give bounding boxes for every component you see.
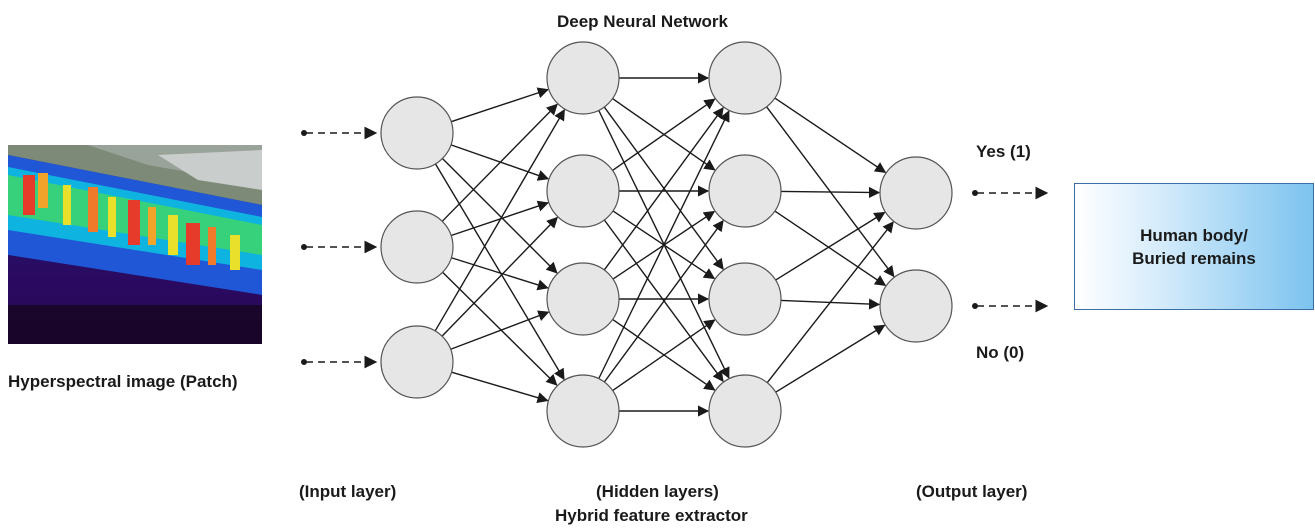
network-connections <box>434 72 895 417</box>
hidden1-node <box>546 374 620 448</box>
connection-edge <box>598 110 730 379</box>
hybrid-feature-extractor-label: Hybrid feature extractor <box>555 506 748 525</box>
connection-edge <box>775 211 886 281</box>
diagram-title: Deep Neural Network <box>557 12 728 31</box>
input-arrow-dot <box>301 130 307 136</box>
input-node <box>380 325 454 399</box>
connection-edge <box>434 163 565 381</box>
hidden2-node <box>708 262 782 336</box>
connection-edge <box>451 371 549 404</box>
connection-edge <box>450 310 550 350</box>
output-arrow-dot <box>972 303 978 309</box>
output-node <box>879 269 953 343</box>
dashed-io-arrows <box>301 126 1049 369</box>
network-nodes <box>380 41 953 448</box>
output-yes-label: Yes (1) <box>976 142 1031 161</box>
connection-edge <box>441 216 559 337</box>
connection-edge <box>450 87 549 123</box>
hidden2-node <box>708 154 782 228</box>
output-no-label: No (0) <box>976 343 1025 362</box>
output-arrow-dot <box>972 190 978 196</box>
input-layer-label: (Input layer) <box>299 482 397 501</box>
input-arrow-dot <box>301 359 307 365</box>
connection-edge <box>612 98 716 171</box>
connection-edge <box>450 144 550 181</box>
connection-edge <box>774 210 887 286</box>
connection-edge <box>780 186 881 199</box>
input-arrow-dot <box>301 244 307 250</box>
output-layer-label: (Output layer) <box>916 482 1028 501</box>
hidden1-node <box>546 154 620 228</box>
hidden1-node <box>546 41 620 115</box>
image-caption: Hyperspectral image (Patch) <box>8 372 238 391</box>
connection-edge <box>603 219 724 383</box>
connection-edge <box>766 221 894 384</box>
connection-edge <box>603 106 724 271</box>
hyperspectral-image <box>8 145 262 344</box>
connection-edge <box>774 97 887 173</box>
hidden-layers-label: (Hidden layers) <box>596 482 719 501</box>
hidden2-node <box>708 41 782 115</box>
connection-edge <box>442 271 558 386</box>
connection-edge <box>441 157 558 274</box>
connection-edge <box>451 257 549 291</box>
connection-edge <box>612 319 716 392</box>
result-line-1: Human body/ <box>1140 225 1248 245</box>
hidden2-node <box>708 374 782 448</box>
connection-edge <box>450 200 550 237</box>
output-node <box>879 156 953 230</box>
connection-edge <box>775 324 886 393</box>
hidden1-node <box>546 262 620 336</box>
connection-edge <box>441 103 558 222</box>
input-node <box>380 210 454 284</box>
input-node <box>380 96 454 170</box>
connection-edge <box>434 108 565 332</box>
result-box: Human body/ Buried remains <box>1074 183 1314 310</box>
result-line-2: Buried remains <box>1132 248 1256 268</box>
